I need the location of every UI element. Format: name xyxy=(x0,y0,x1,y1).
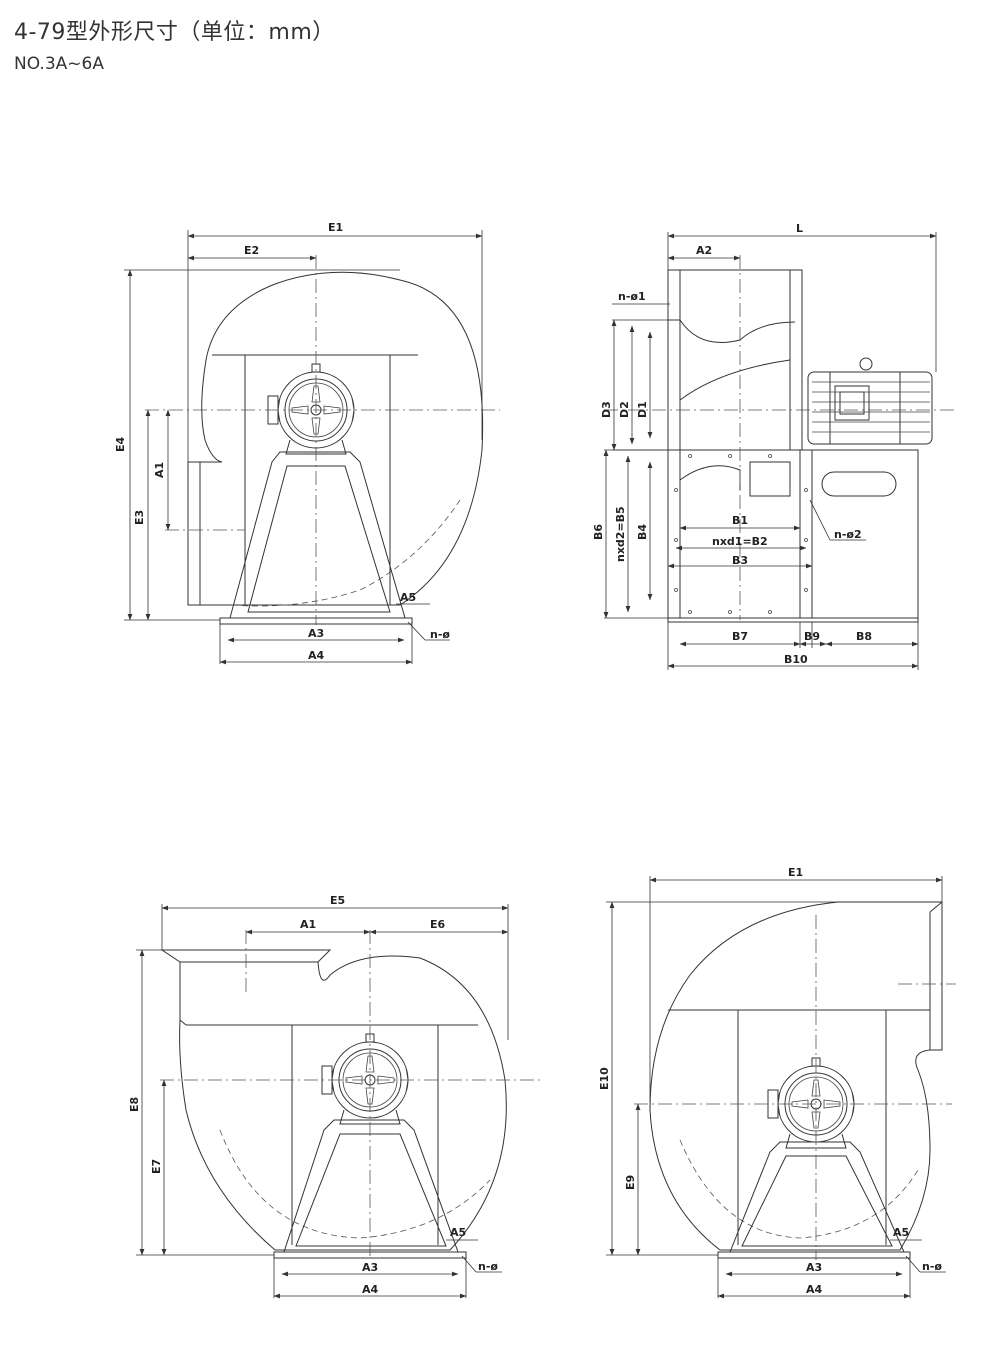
note-n-phi-b: n-ø xyxy=(478,1260,498,1273)
view-bottom-right: E1 E10 E9 A3 A4 A5 n-ø xyxy=(598,866,956,1299)
dim-A3-b: A3 xyxy=(362,1261,378,1274)
dim-E5: E5 xyxy=(330,894,345,907)
dim-A5-c: A5 xyxy=(893,1226,909,1239)
dim-B9: B9 xyxy=(804,630,820,643)
dim-B2: nxd1=B2 xyxy=(712,535,768,548)
dim-E10: E10 xyxy=(598,1067,611,1090)
dim-A4-b: A4 xyxy=(362,1283,379,1296)
dim-A4-c: A4 xyxy=(806,1283,823,1296)
dim-A1: A1 xyxy=(153,462,166,478)
dim-A1-b: A1 xyxy=(300,918,316,931)
dim-E1-b: E1 xyxy=(788,866,803,879)
dim-A5-b: A5 xyxy=(450,1226,466,1239)
dim-E8: E8 xyxy=(128,1097,141,1112)
dim-E9: E9 xyxy=(624,1175,637,1190)
dim-E4: E4 xyxy=(114,436,127,452)
dim-A3-c: A3 xyxy=(806,1261,822,1274)
dim-B10: B10 xyxy=(784,653,808,666)
dim-B3: B3 xyxy=(732,554,748,567)
dim-E7: E7 xyxy=(150,1159,163,1174)
dim-E1: E1 xyxy=(328,221,343,234)
dim-E2: E2 xyxy=(244,244,259,257)
dim-B8: B8 xyxy=(856,630,872,643)
note-n-phi2: n-ø2 xyxy=(834,528,862,541)
dim-E6: E6 xyxy=(430,918,446,931)
note-n-phi-front: n-ø xyxy=(430,628,450,641)
dim-D3: D3 xyxy=(600,401,613,418)
dim-L: L xyxy=(796,222,803,235)
note-n-phi-c: n-ø xyxy=(922,1260,942,1273)
dim-B4: B4 xyxy=(636,524,649,540)
dim-B7: B7 xyxy=(732,630,748,643)
dim-B5: nxd2=B5 xyxy=(614,506,627,562)
dim-A3: A3 xyxy=(308,627,324,640)
note-n-phi1: n-ø1 xyxy=(618,290,646,303)
dim-A4: A4 xyxy=(308,649,325,662)
view-front-top-left: E1 E2 E4 E3 A1 A3 A4 A5 n-ø xyxy=(114,221,500,665)
model-range: NO.3A~6A xyxy=(14,54,104,74)
dim-A2: A2 xyxy=(696,244,712,257)
dim-A5: A5 xyxy=(400,591,416,604)
dim-E3: E3 xyxy=(133,510,146,525)
dim-B1: B1 xyxy=(732,514,748,527)
page-title: 4-79型外形尺寸（单位：mm） xyxy=(14,20,335,45)
view-side-top-right: L A2 n-ø1 D3 D2 D1 B6 nxd2=B5 B4 B1 nxd1… xyxy=(592,222,956,670)
dim-D2: D2 xyxy=(618,401,631,418)
dim-B6: B6 xyxy=(592,524,605,540)
view-bottom-left: E5 A1 E6 E8 E7 A3 A4 A5 n-ø xyxy=(128,894,540,1299)
dim-D1: D1 xyxy=(636,401,649,418)
